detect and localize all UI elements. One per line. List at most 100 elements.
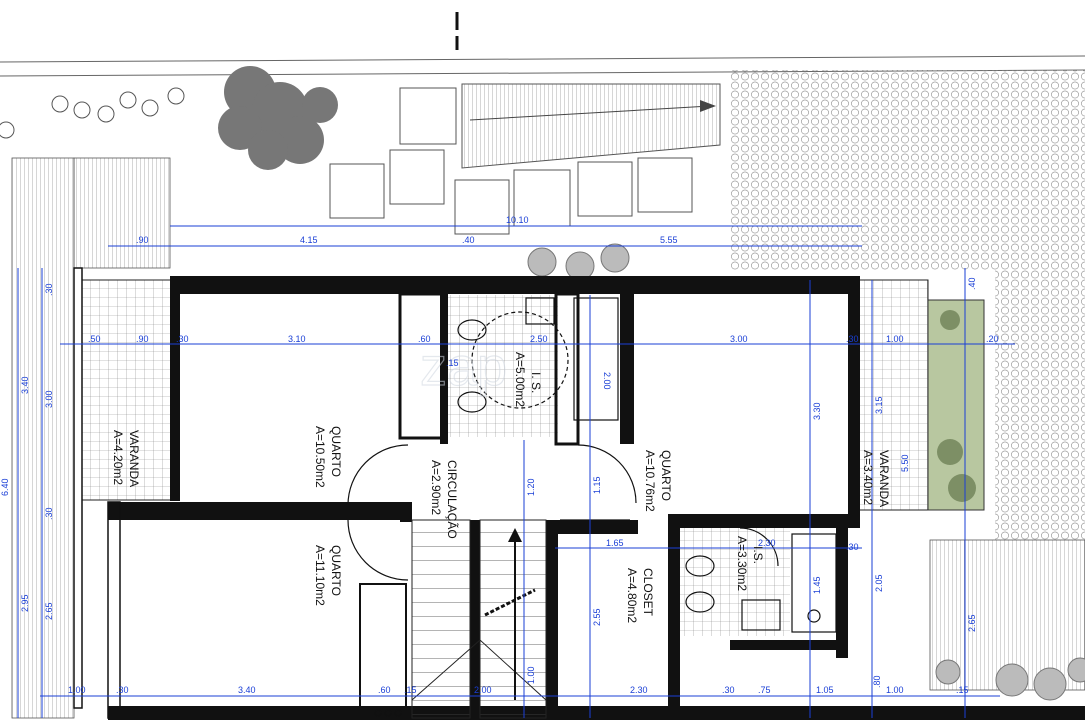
staircase-2 (479, 519, 547, 719)
dim-bottom-60: .60 (378, 685, 391, 695)
dim-row-20: .20 (986, 334, 999, 344)
dim-bottom-15: .15 (404, 685, 417, 695)
shrub-row-icon (527, 243, 630, 281)
bathroom-floor-2 (680, 528, 790, 636)
dim-row-30a: .30 (176, 334, 189, 344)
dim-left-640: 6.40 (0, 478, 10, 496)
dim-total: 10.10 (506, 215, 529, 225)
room-labels: VARANDA A=4.20m2 QUARTO A=10.50m2 QUARTO… (111, 352, 891, 623)
dim-row-310: 3.10 (288, 334, 306, 344)
deck-top-left (73, 157, 171, 269)
paving-hex-right (995, 270, 1085, 540)
dim-top-90: .90 (136, 235, 149, 245)
room-name-varanda-right: VARANDA (877, 450, 891, 507)
room-area-varanda-left: A=4.20m2 (111, 430, 125, 485)
dim-bottom-30a: .30 (116, 685, 129, 695)
room-area-is-1: A=5.00m2 (513, 352, 527, 407)
dim-inner-165: 1.65 (606, 538, 624, 548)
dim-inner-230: 2.30 (758, 538, 776, 548)
shrub-bottom-icon (935, 657, 1085, 701)
dimension-texts-left: 6.40 3.40 .30 3.00 .30 2.65 2.95 (0, 283, 54, 620)
room-area-quarto-3: A=10.76m2 (643, 450, 657, 512)
room-area-is-2: A=3.30m2 (735, 536, 749, 591)
shower-2 (791, 533, 837, 633)
dim-row-90: .90 (136, 334, 149, 344)
room-name-varanda-left: VARANDA (127, 430, 141, 487)
balcony-left (81, 279, 179, 501)
dim-inner-315: 3.15 (874, 396, 884, 414)
dimension-texts-bottom: 1.00 .30 3.40 .60 .15 2.00 2.30 .30 .75 … (68, 685, 969, 695)
dim-inner-40: .40 (967, 277, 977, 290)
toilet-2 (685, 555, 715, 577)
dim-row-60: .60 (418, 334, 431, 344)
dim-bottom-100b: 1.00 (886, 685, 904, 695)
dim-left-340: 3.40 (20, 376, 30, 394)
bathroom-floor-1 (448, 295, 558, 437)
balcony-right (857, 279, 929, 511)
walls (73, 267, 1085, 720)
dim-row-100: 1.00 (886, 334, 904, 344)
fixtures (374, 297, 837, 717)
room-name-is-2: I.S. (751, 546, 765, 564)
dim-bottom-100a: 1.00 (68, 685, 86, 695)
planter-shrub-icon (937, 310, 976, 502)
tree-icon (218, 66, 338, 170)
door-swings (347, 444, 779, 581)
dim-inner-330: 3.30 (812, 402, 822, 420)
dim-top-415: 4.15 (300, 235, 318, 245)
dim-row-50: .50 (88, 334, 101, 344)
dim-inner-145: 1.45 (812, 576, 822, 594)
dim-top-555: 5.55 (660, 235, 678, 245)
watermark: zap (420, 337, 507, 397)
room-name-quarto-2: QUARTO (329, 545, 343, 596)
dim-left-295: 2.95 (20, 594, 30, 612)
room-area-circulacao: A=2.90m2 (429, 460, 443, 515)
dimension-lines (17, 225, 1015, 718)
dim-left-30b: .30 (44, 507, 54, 520)
dim-left-30a: .30 (44, 283, 54, 296)
shower-1 (573, 297, 619, 421)
dim-inner-115: 1.15 (592, 476, 602, 494)
room-name-quarto-1: QUARTO (329, 426, 343, 477)
room-area-varanda-right: A=3.40m2 (861, 450, 875, 505)
dim-bottom-230: 2.30 (630, 685, 648, 695)
dim-top-40: .40 (462, 235, 475, 245)
dim-inner-255: 2.55 (592, 608, 602, 626)
dim-left-300: 3.00 (44, 390, 54, 408)
room-area-quarto-2: A=11.10m2 (313, 545, 327, 606)
deck-left (11, 157, 75, 719)
dimension-texts-top: 10.10 .90 4.15 .40 5.55 (136, 215, 678, 245)
room-name-circulacao: CIRCULAÇÃO (445, 460, 459, 539)
dim-inner-30: .30 (846, 542, 859, 552)
dim-inner-200: 2.00 (602, 372, 612, 390)
dim-bottom-200: 2.00 (474, 685, 492, 695)
toilet-1 (457, 319, 487, 341)
dim-row-250: 2.50 (530, 334, 548, 344)
planter-right (927, 299, 985, 511)
dim-bottom-75: .75 (758, 685, 771, 695)
room-name-closet: CLOSET (641, 568, 655, 617)
dim-bottom-15b: .15 (956, 685, 969, 695)
room-name-is-1: I. S. (529, 372, 543, 393)
dim-row-30b: .30 (846, 334, 859, 344)
sink-2 (741, 599, 781, 631)
dim-bottom-340: 3.40 (238, 685, 256, 695)
dimension-texts-row: .50 .90 .30 3.10 .60 2.50 3.00 .30 1.00 … (88, 334, 999, 344)
room-area-closet: A=4.80m2 (625, 568, 639, 623)
dim-row-300: 3.00 (730, 334, 748, 344)
room-area-quarto-1: A=10.50m2 (313, 426, 327, 488)
bidet-1 (457, 391, 487, 413)
dim-bottom-30b: .30 (722, 685, 735, 695)
dim-inner-15: .15 (446, 358, 459, 368)
dim-inner-265: 2.65 (967, 614, 977, 632)
dim-inner-120: 1.20 (526, 478, 536, 496)
shrub-icon (0, 87, 185, 139)
dim-left-265: 2.65 (44, 602, 54, 620)
dim-bottom-105: 1.05 (816, 685, 834, 695)
dim-inner-80: .80 (872, 675, 882, 688)
bidet-2 (685, 591, 715, 613)
paving-hex (730, 70, 1085, 270)
dim-inner-100: 1.00 (526, 666, 536, 684)
staircase (411, 519, 471, 719)
site-context (0, 12, 1085, 719)
